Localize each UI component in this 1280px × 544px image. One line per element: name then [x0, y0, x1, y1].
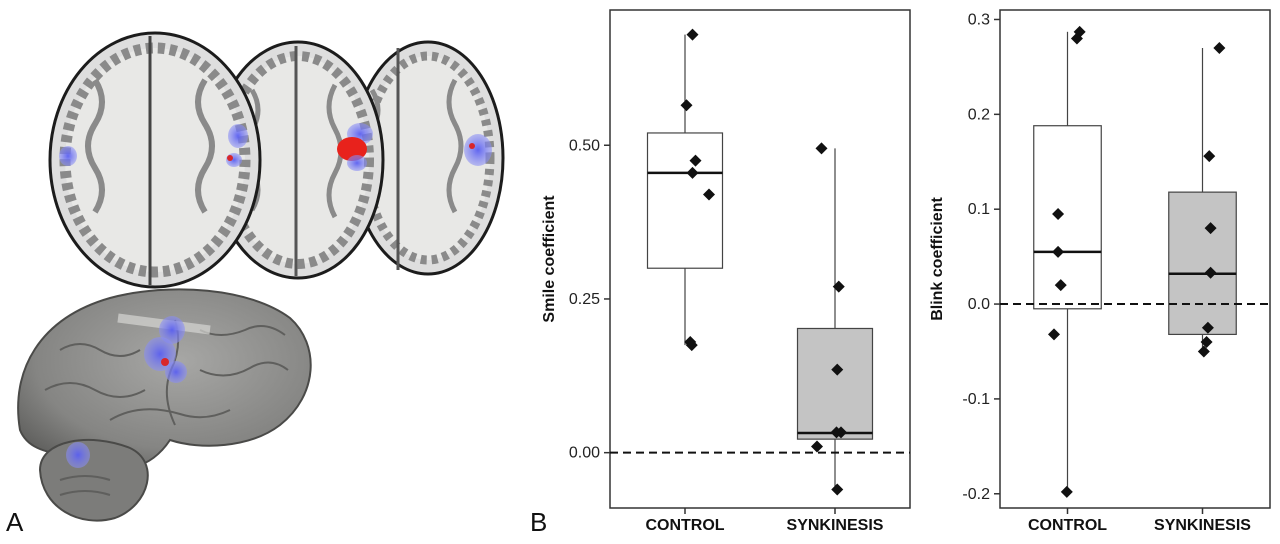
- data-point: [1213, 41, 1226, 54]
- panel-label-a: A: [6, 507, 24, 537]
- x-tick-label: CONTROL: [1028, 517, 1107, 534]
- box: [796, 327, 874, 440]
- activation-blob-blue: [159, 316, 185, 344]
- box: [1168, 191, 1237, 336]
- y-tick-label: -0.2: [962, 486, 990, 503]
- data-point: [1060, 485, 1073, 498]
- brain-figure: [17, 31, 505, 522]
- panel-label-b: B: [530, 507, 548, 537]
- activation-blob-red: [161, 358, 169, 366]
- y-tick-label: 0.50: [569, 137, 600, 154]
- y-axis-label: Smile coefficient: [541, 195, 558, 323]
- data-point: [830, 426, 843, 439]
- data-point: [1197, 345, 1210, 358]
- data-point: [1052, 245, 1065, 258]
- y-tick-label: -0.1: [962, 391, 990, 408]
- activation-blob-red: [337, 137, 367, 161]
- cerebellum: [38, 438, 149, 522]
- data-point: [1201, 321, 1214, 334]
- brain-figure-panel: A: [0, 0, 520, 539]
- data-point: [832, 280, 845, 293]
- activation-blob-red: [227, 155, 233, 161]
- activation-blob-blue: [165, 361, 187, 383]
- data-point: [1204, 222, 1217, 235]
- box: [646, 132, 724, 269]
- x-tick-label: SYNKINESIS: [787, 517, 884, 534]
- activation-blob-blue: [59, 146, 77, 166]
- y-tick-label: 0.3: [968, 11, 990, 28]
- y-tick-label: 0.1: [968, 201, 990, 218]
- x-tick-label: SYNKINESIS: [1154, 517, 1251, 534]
- data-point: [1203, 150, 1216, 163]
- x-tick-label: CONTROL: [645, 517, 724, 534]
- activation-blob-blue: [347, 155, 367, 171]
- y-tick-label: 0.00: [569, 445, 600, 462]
- axial-slice-1: [48, 31, 262, 289]
- activation-blob-blue: [66, 442, 90, 468]
- lateral-brain-render: [17, 288, 312, 522]
- data-point: [831, 363, 844, 376]
- data-point: [811, 440, 823, 453]
- data-point: [1048, 328, 1060, 341]
- activation-blob-red: [469, 143, 475, 149]
- y-axis-label: Blink coefficient: [929, 197, 946, 321]
- data-point: [1204, 266, 1217, 279]
- axial-slice-2: [211, 40, 385, 280]
- y-tick-label: 0.0: [968, 296, 990, 313]
- activation-blob-blue: [464, 134, 492, 166]
- data-point: [831, 483, 844, 496]
- axial-slice-3: [351, 40, 505, 276]
- data-point: [703, 188, 715, 201]
- data-point: [1052, 207, 1065, 220]
- y-tick-label: 0.2: [968, 106, 990, 123]
- y-tick-label: 0.25: [569, 291, 600, 308]
- data-point: [686, 28, 699, 41]
- box: [1033, 125, 1102, 310]
- plot-frame: [609, 9, 911, 509]
- data-point: [685, 339, 698, 352]
- data-point: [1200, 336, 1213, 348]
- data-point: [689, 154, 702, 167]
- data-point: [1054, 279, 1067, 292]
- activation-blob-blue: [228, 124, 248, 148]
- data-point: [815, 142, 828, 155]
- data-point: [1070, 32, 1083, 45]
- data-point: [680, 99, 693, 112]
- plot-frame: [999, 9, 1271, 509]
- data-point: [686, 166, 699, 179]
